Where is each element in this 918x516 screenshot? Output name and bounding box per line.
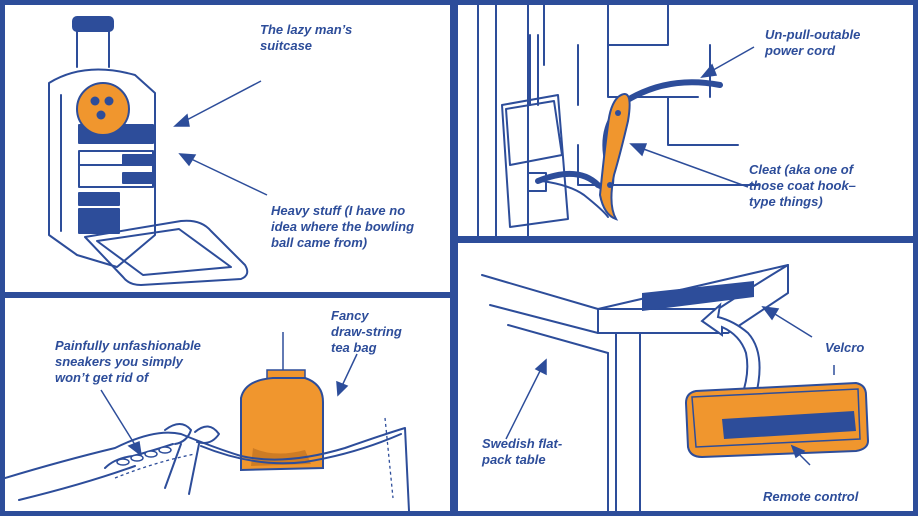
velcro-strip-remote (722, 411, 856, 439)
label-suitcase: The lazy man’s suitcase (260, 22, 353, 53)
tea-bag (240, 377, 324, 472)
label-table: Swedish flat- pack table (482, 436, 563, 467)
label-remote: Remote control (763, 489, 859, 504)
label-sneakers: Painfully unfashionable sneakers you sim… (55, 338, 201, 385)
table-illustration (481, 264, 870, 511)
panel-suitcase: The lazy man’s suitcase Heavy stuff (I h… (5, 5, 450, 292)
attach-arrow (700, 302, 761, 396)
cleat (598, 93, 631, 221)
label-cleat: Cleat (aka one of those coat hook– type … (749, 162, 856, 209)
panel-power-cord: Un-pull-outable power cord Cleat (aka on… (458, 5, 913, 236)
label-power-cord: Un-pull-outable power cord (765, 27, 861, 58)
bowling-ball (76, 82, 130, 136)
panel-sneaker: Painfully unfashionable sneakers you sim… (5, 298, 450, 511)
panel-table: Velcro Swedish flat- pack table Remote c… (458, 243, 913, 511)
velcro-strip-table (642, 281, 754, 311)
label-heavy-stuff: Heavy stuff (I have no idea where the bo… (271, 203, 415, 250)
sneaker-illustration (5, 332, 410, 511)
label-tea-bag: Fancy draw-string tea bag (331, 308, 402, 355)
label-velcro: Velcro (825, 340, 865, 355)
cord-illustration (477, 5, 759, 236)
suitcase-illustration (48, 16, 268, 286)
